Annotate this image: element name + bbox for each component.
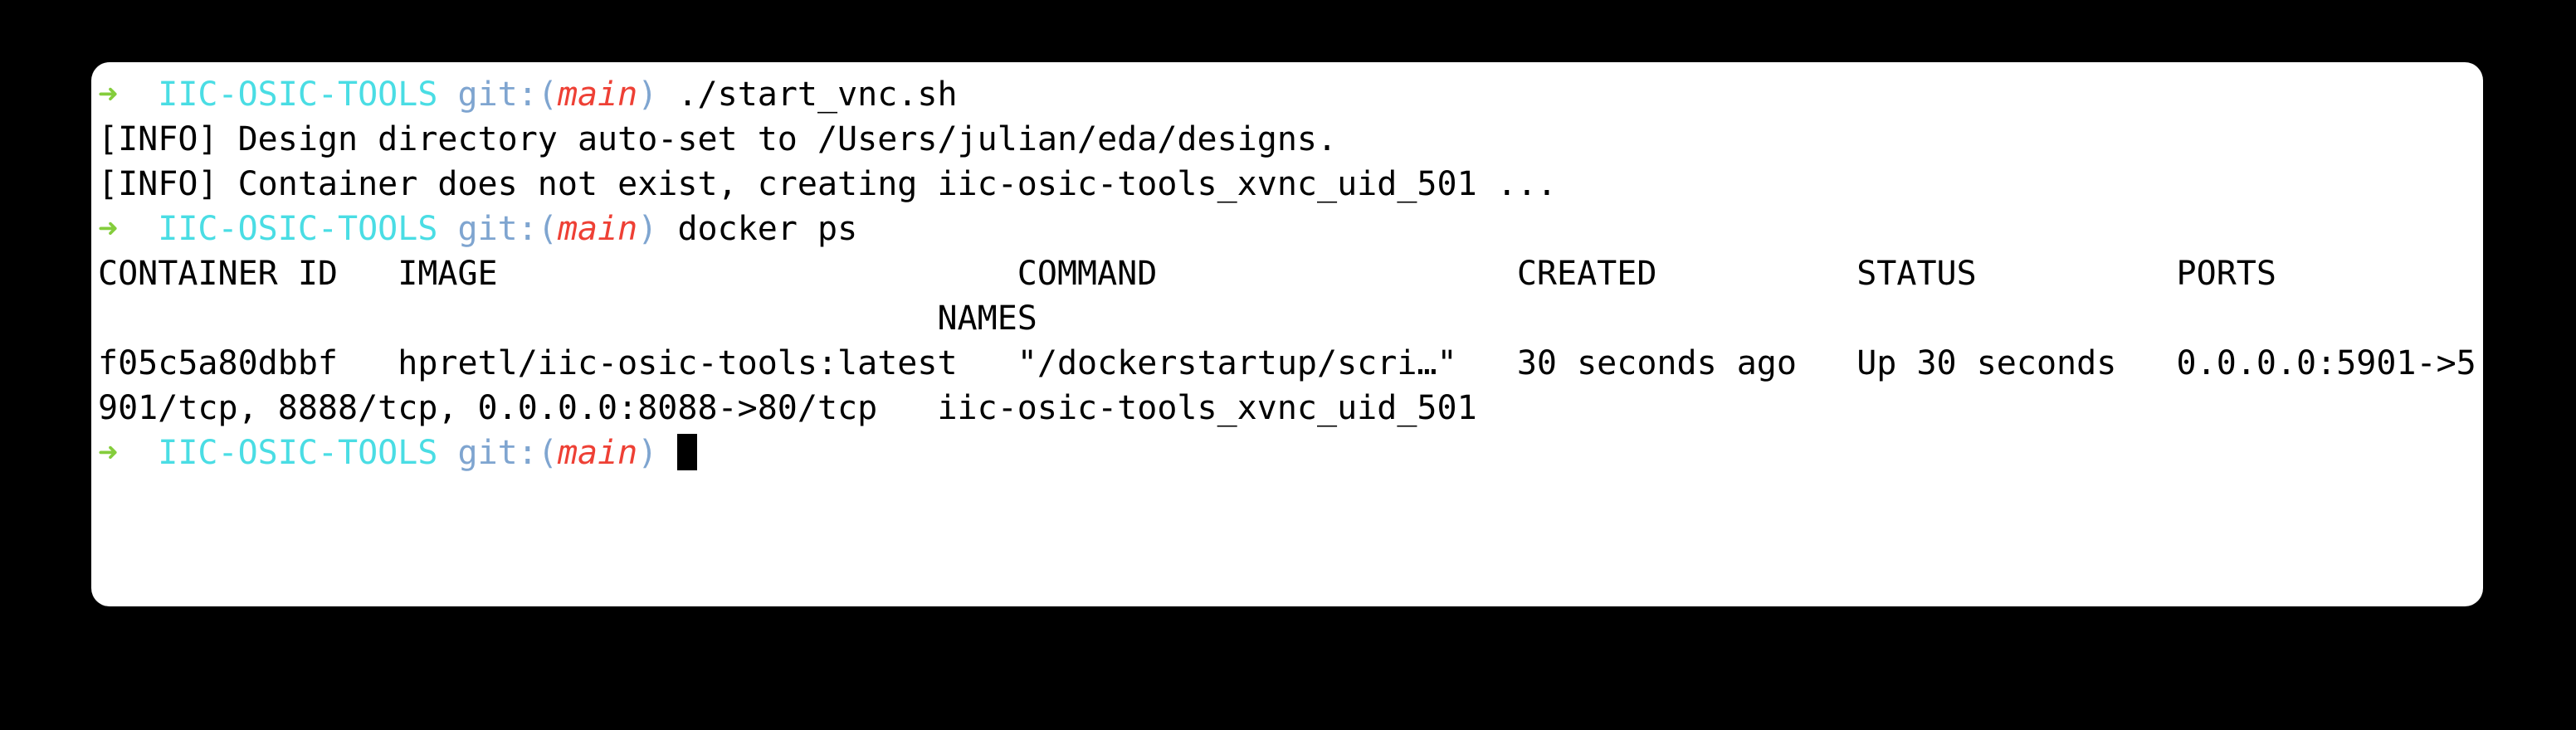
terminal-text-segment: main bbox=[557, 434, 638, 472]
terminal-text-segment bbox=[437, 210, 457, 248]
docker-ps-header-row-wrap: NAMES bbox=[98, 296, 2478, 341]
prompt-line-start-vnc: ➜ IIC-OSIC-TOOLS git:(main) ./start_vnc.… bbox=[98, 72, 2478, 117]
terminal-text-segment: ) bbox=[637, 210, 658, 248]
docker-ps-data-row-wrap: 901/tcp, 8888/tcp, 0.0.0.0:8088->80/tcp … bbox=[98, 386, 2478, 431]
terminal-text-segment bbox=[118, 434, 158, 472]
terminal-text-segment bbox=[118, 75, 158, 114]
terminal-text-segment: ) bbox=[637, 75, 658, 114]
terminal-text-segment: f05c5a80dbbf hpretl/iic-osic-tools:lates… bbox=[98, 344, 2476, 382]
terminal-text-segment: git:( bbox=[457, 210, 558, 248]
terminal-text-segment: main bbox=[557, 210, 638, 248]
terminal-text-segment: git:( bbox=[457, 434, 558, 472]
docker-ps-header-row: CONTAINER ID IMAGE COMMAND CREATED STATU… bbox=[98, 251, 2478, 296]
terminal-text-segment bbox=[118, 210, 158, 248]
terminal-text-segment: NAMES bbox=[98, 299, 1037, 338]
terminal-text-segment: [INFO] Container does not exist, creatin… bbox=[98, 165, 1557, 203]
docker-ps-data-row: f05c5a80dbbf hpretl/iic-osic-tools:lates… bbox=[98, 341, 2478, 386]
terminal-text-segment: CONTAINER ID IMAGE COMMAND CREATED STATU… bbox=[98, 255, 2276, 293]
terminal-text-segment: ./start_vnc.sh bbox=[657, 75, 958, 114]
info-line-design-dir: [INFO] Design directory auto-set to /Use… bbox=[98, 117, 2478, 162]
terminal-text-segment: ) bbox=[637, 434, 658, 472]
terminal-text-segment: main bbox=[557, 75, 638, 114]
prompt-line-docker-ps: ➜ IIC-OSIC-TOOLS git:(main) docker ps bbox=[98, 207, 2478, 251]
terminal-window[interactable]: ➜ IIC-OSIC-TOOLS git:(main) ./start_vnc.… bbox=[91, 62, 2483, 606]
text-cursor bbox=[677, 434, 698, 470]
terminal-text-segment: docker ps bbox=[657, 210, 858, 248]
terminal-text-segment: [INFO] Design directory auto-set to /Use… bbox=[98, 120, 1338, 158]
terminal-text-segment: IIC-OSIC-TOOLS bbox=[158, 210, 438, 248]
prompt-line-current: ➜ IIC-OSIC-TOOLS git:(main) bbox=[98, 431, 2478, 475]
terminal-text-segment: 901/tcp, 8888/tcp, 0.0.0.0:8088->80/tcp … bbox=[98, 389, 1477, 427]
terminal-text-segment bbox=[437, 434, 457, 472]
terminal-text-segment bbox=[657, 434, 677, 472]
terminal-content[interactable]: ➜ IIC-OSIC-TOOLS git:(main) ./start_vnc.… bbox=[98, 72, 2478, 600]
terminal-text-segment: ➜ bbox=[98, 210, 119, 248]
terminal-text-segment: IIC-OSIC-TOOLS bbox=[158, 75, 438, 114]
terminal-text-segment: IIC-OSIC-TOOLS bbox=[158, 434, 438, 472]
info-line-container-create: [INFO] Container does not exist, creatin… bbox=[98, 162, 2478, 207]
terminal-text-segment: ➜ bbox=[98, 75, 119, 114]
terminal-text-segment: git:( bbox=[457, 75, 558, 114]
terminal-text-segment bbox=[437, 75, 457, 114]
terminal-text-segment: ➜ bbox=[98, 434, 119, 472]
